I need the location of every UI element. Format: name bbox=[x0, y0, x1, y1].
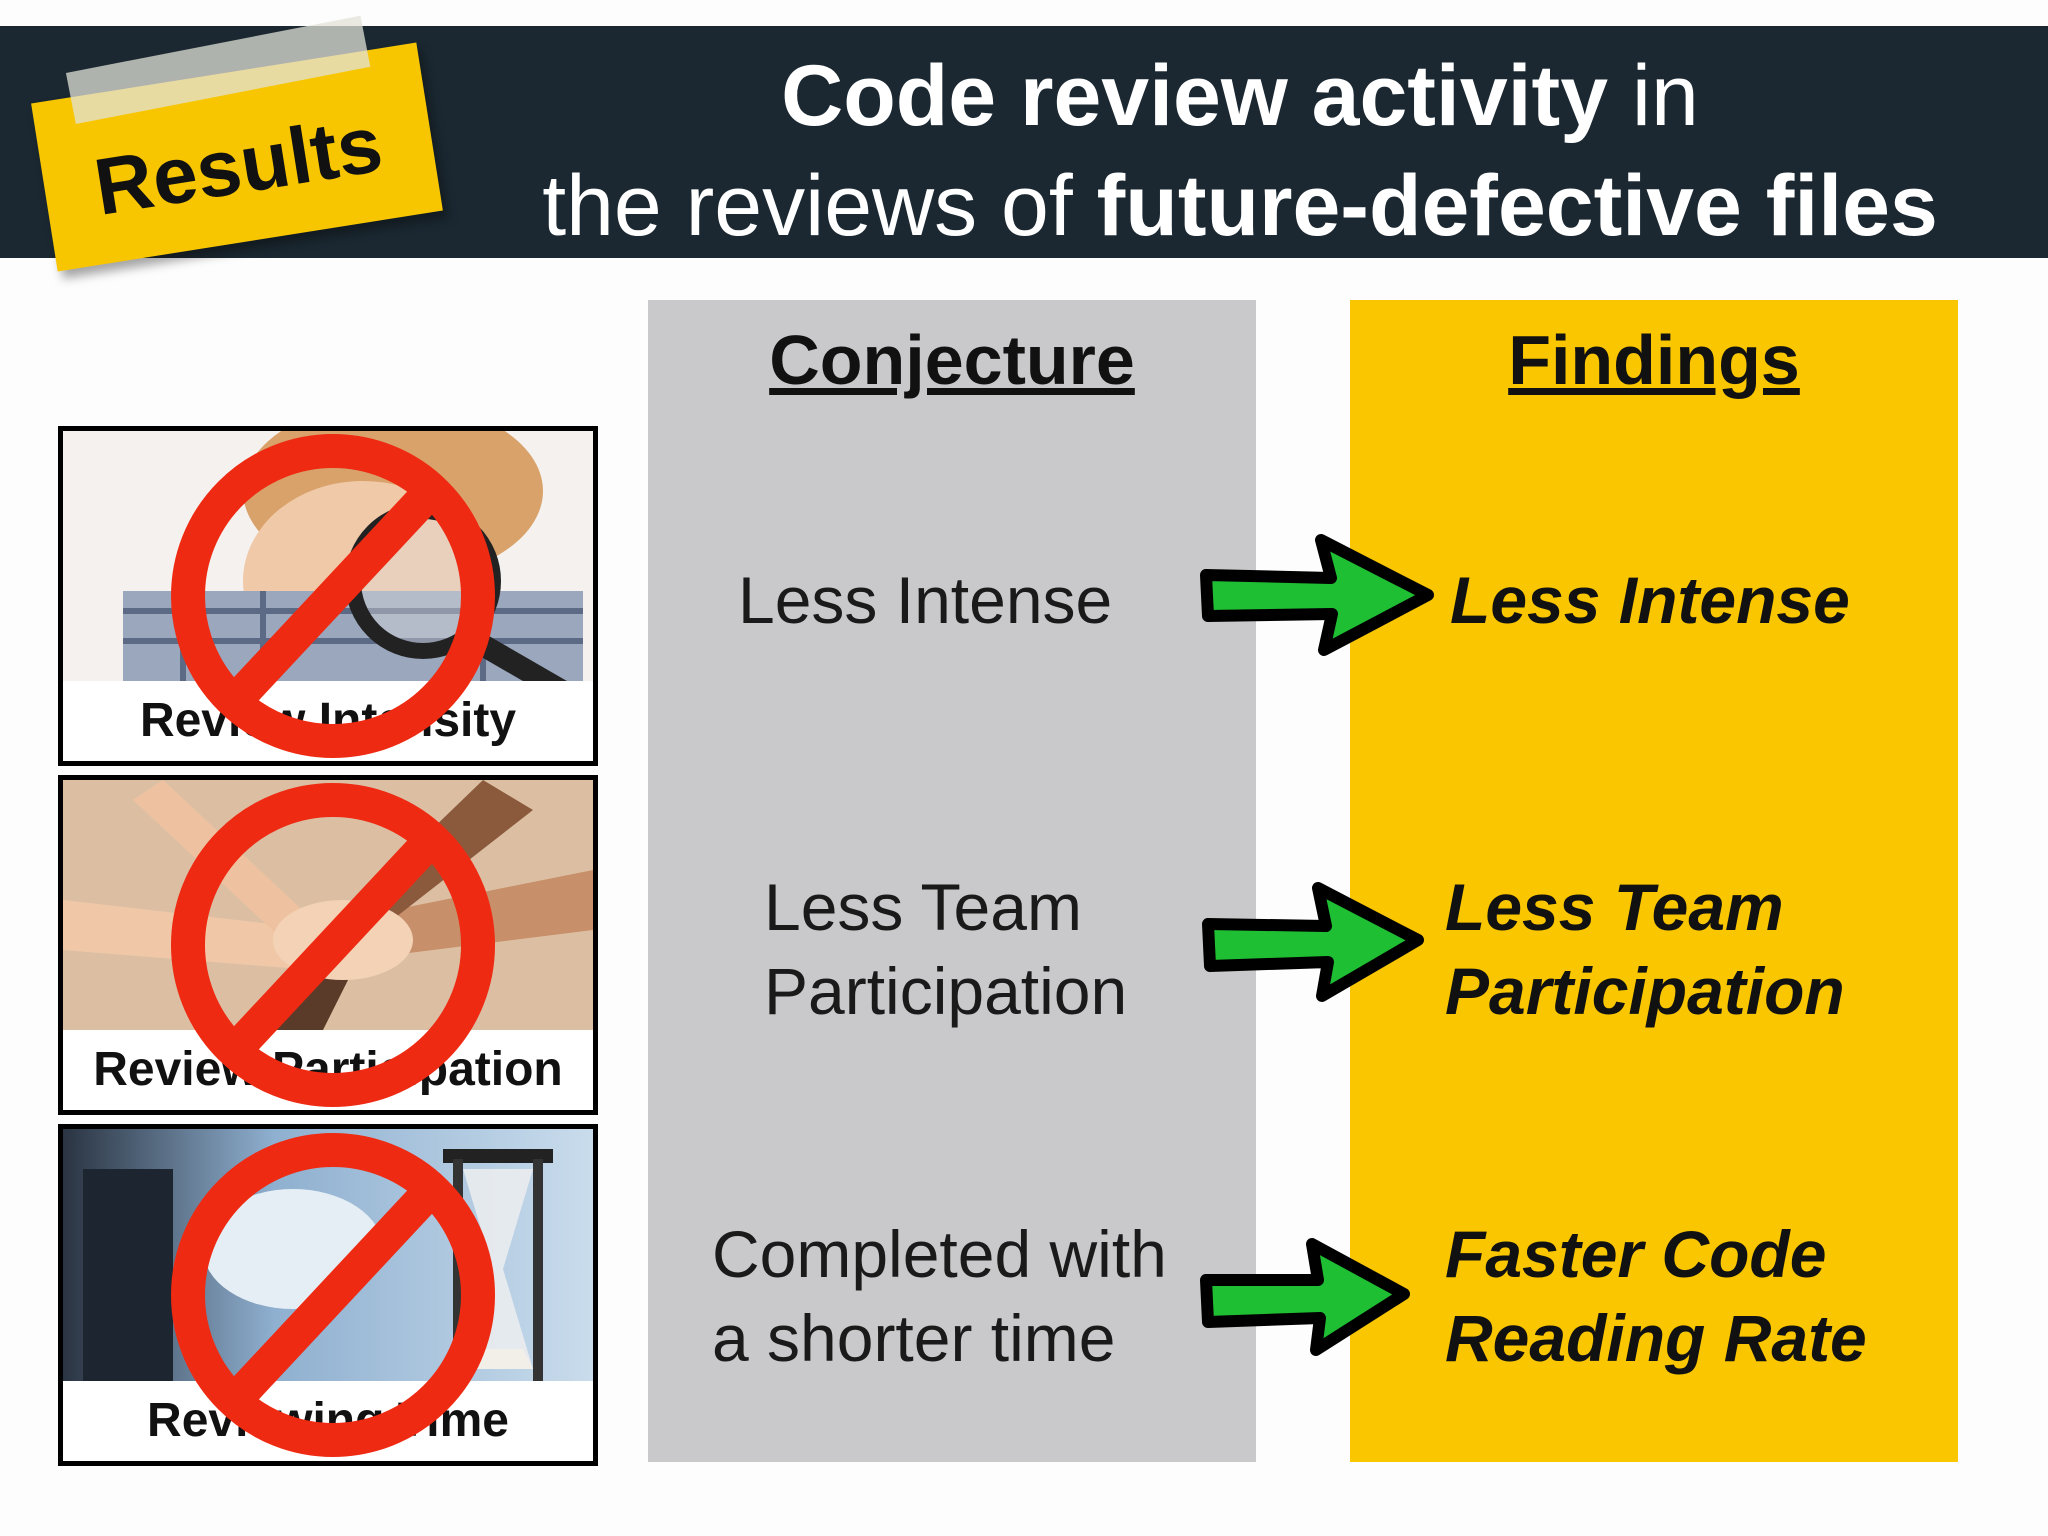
slide-title: Code review activity in the reviews of f… bbox=[440, 26, 2040, 258]
right-arrow-icon bbox=[1200, 1238, 1410, 1356]
findings-item-1-line1: Less Intense bbox=[1450, 563, 1850, 637]
findings-item-3: Faster Code Reading Rate bbox=[1445, 1212, 1867, 1380]
conjecture-item-3-line2: a shorter time bbox=[712, 1301, 1116, 1375]
findings-item-2-line2: Participation bbox=[1445, 954, 1845, 1028]
title-line1-bold: Code review activity bbox=[781, 48, 1609, 144]
right-arrow-icon bbox=[1200, 534, 1434, 656]
conjecture-item-1-line1: Less Intense bbox=[738, 563, 1113, 637]
conjecture-column: Conjecture Less Intense Less Team Partic… bbox=[648, 300, 1256, 1462]
results-badge-label: Results bbox=[88, 98, 388, 232]
findings-item-3-line1: Faster Code bbox=[1445, 1217, 1827, 1291]
review-participation-card: Review Participation bbox=[58, 775, 598, 1115]
findings-item-2-line1: Less Team bbox=[1445, 870, 1784, 944]
prohibited-icon bbox=[171, 434, 495, 758]
prohibited-icon bbox=[171, 783, 495, 1107]
reviewing-time-card: Reviewing Time bbox=[58, 1124, 598, 1466]
title-line1-rest: in bbox=[1608, 48, 1699, 144]
conjecture-item-2-line1: Less Team bbox=[764, 870, 1082, 944]
findings-item-1: Less Intense bbox=[1450, 558, 1850, 642]
findings-item-2: Less Team Participation bbox=[1445, 865, 1845, 1033]
prohibited-icon bbox=[171, 1133, 495, 1457]
title-line2-pre: the reviews of bbox=[542, 158, 1097, 254]
conjecture-item-3: Completed with a shorter time bbox=[712, 1212, 1167, 1380]
findings-heading: Findings bbox=[1508, 321, 1800, 399]
title-line2-bold: future-defective files bbox=[1096, 158, 1938, 254]
right-arrow-icon bbox=[1202, 882, 1424, 1002]
conjecture-item-3-line1: Completed with bbox=[712, 1217, 1167, 1291]
conjecture-heading: Conjecture bbox=[769, 321, 1135, 399]
conjecture-item-1: Less Intense bbox=[738, 558, 1112, 642]
findings-column: Findings Less Intense Less Team Particip… bbox=[1350, 300, 1958, 1462]
hourglass-photo bbox=[63, 1129, 593, 1381]
review-intensity-card: Review Intensity bbox=[58, 426, 598, 766]
findings-item-3-line2: Reading Rate bbox=[1445, 1301, 1867, 1375]
conjecture-item-2-line2: Participation bbox=[764, 954, 1128, 1028]
conjecture-item-2: Less Team Participation bbox=[764, 865, 1127, 1033]
